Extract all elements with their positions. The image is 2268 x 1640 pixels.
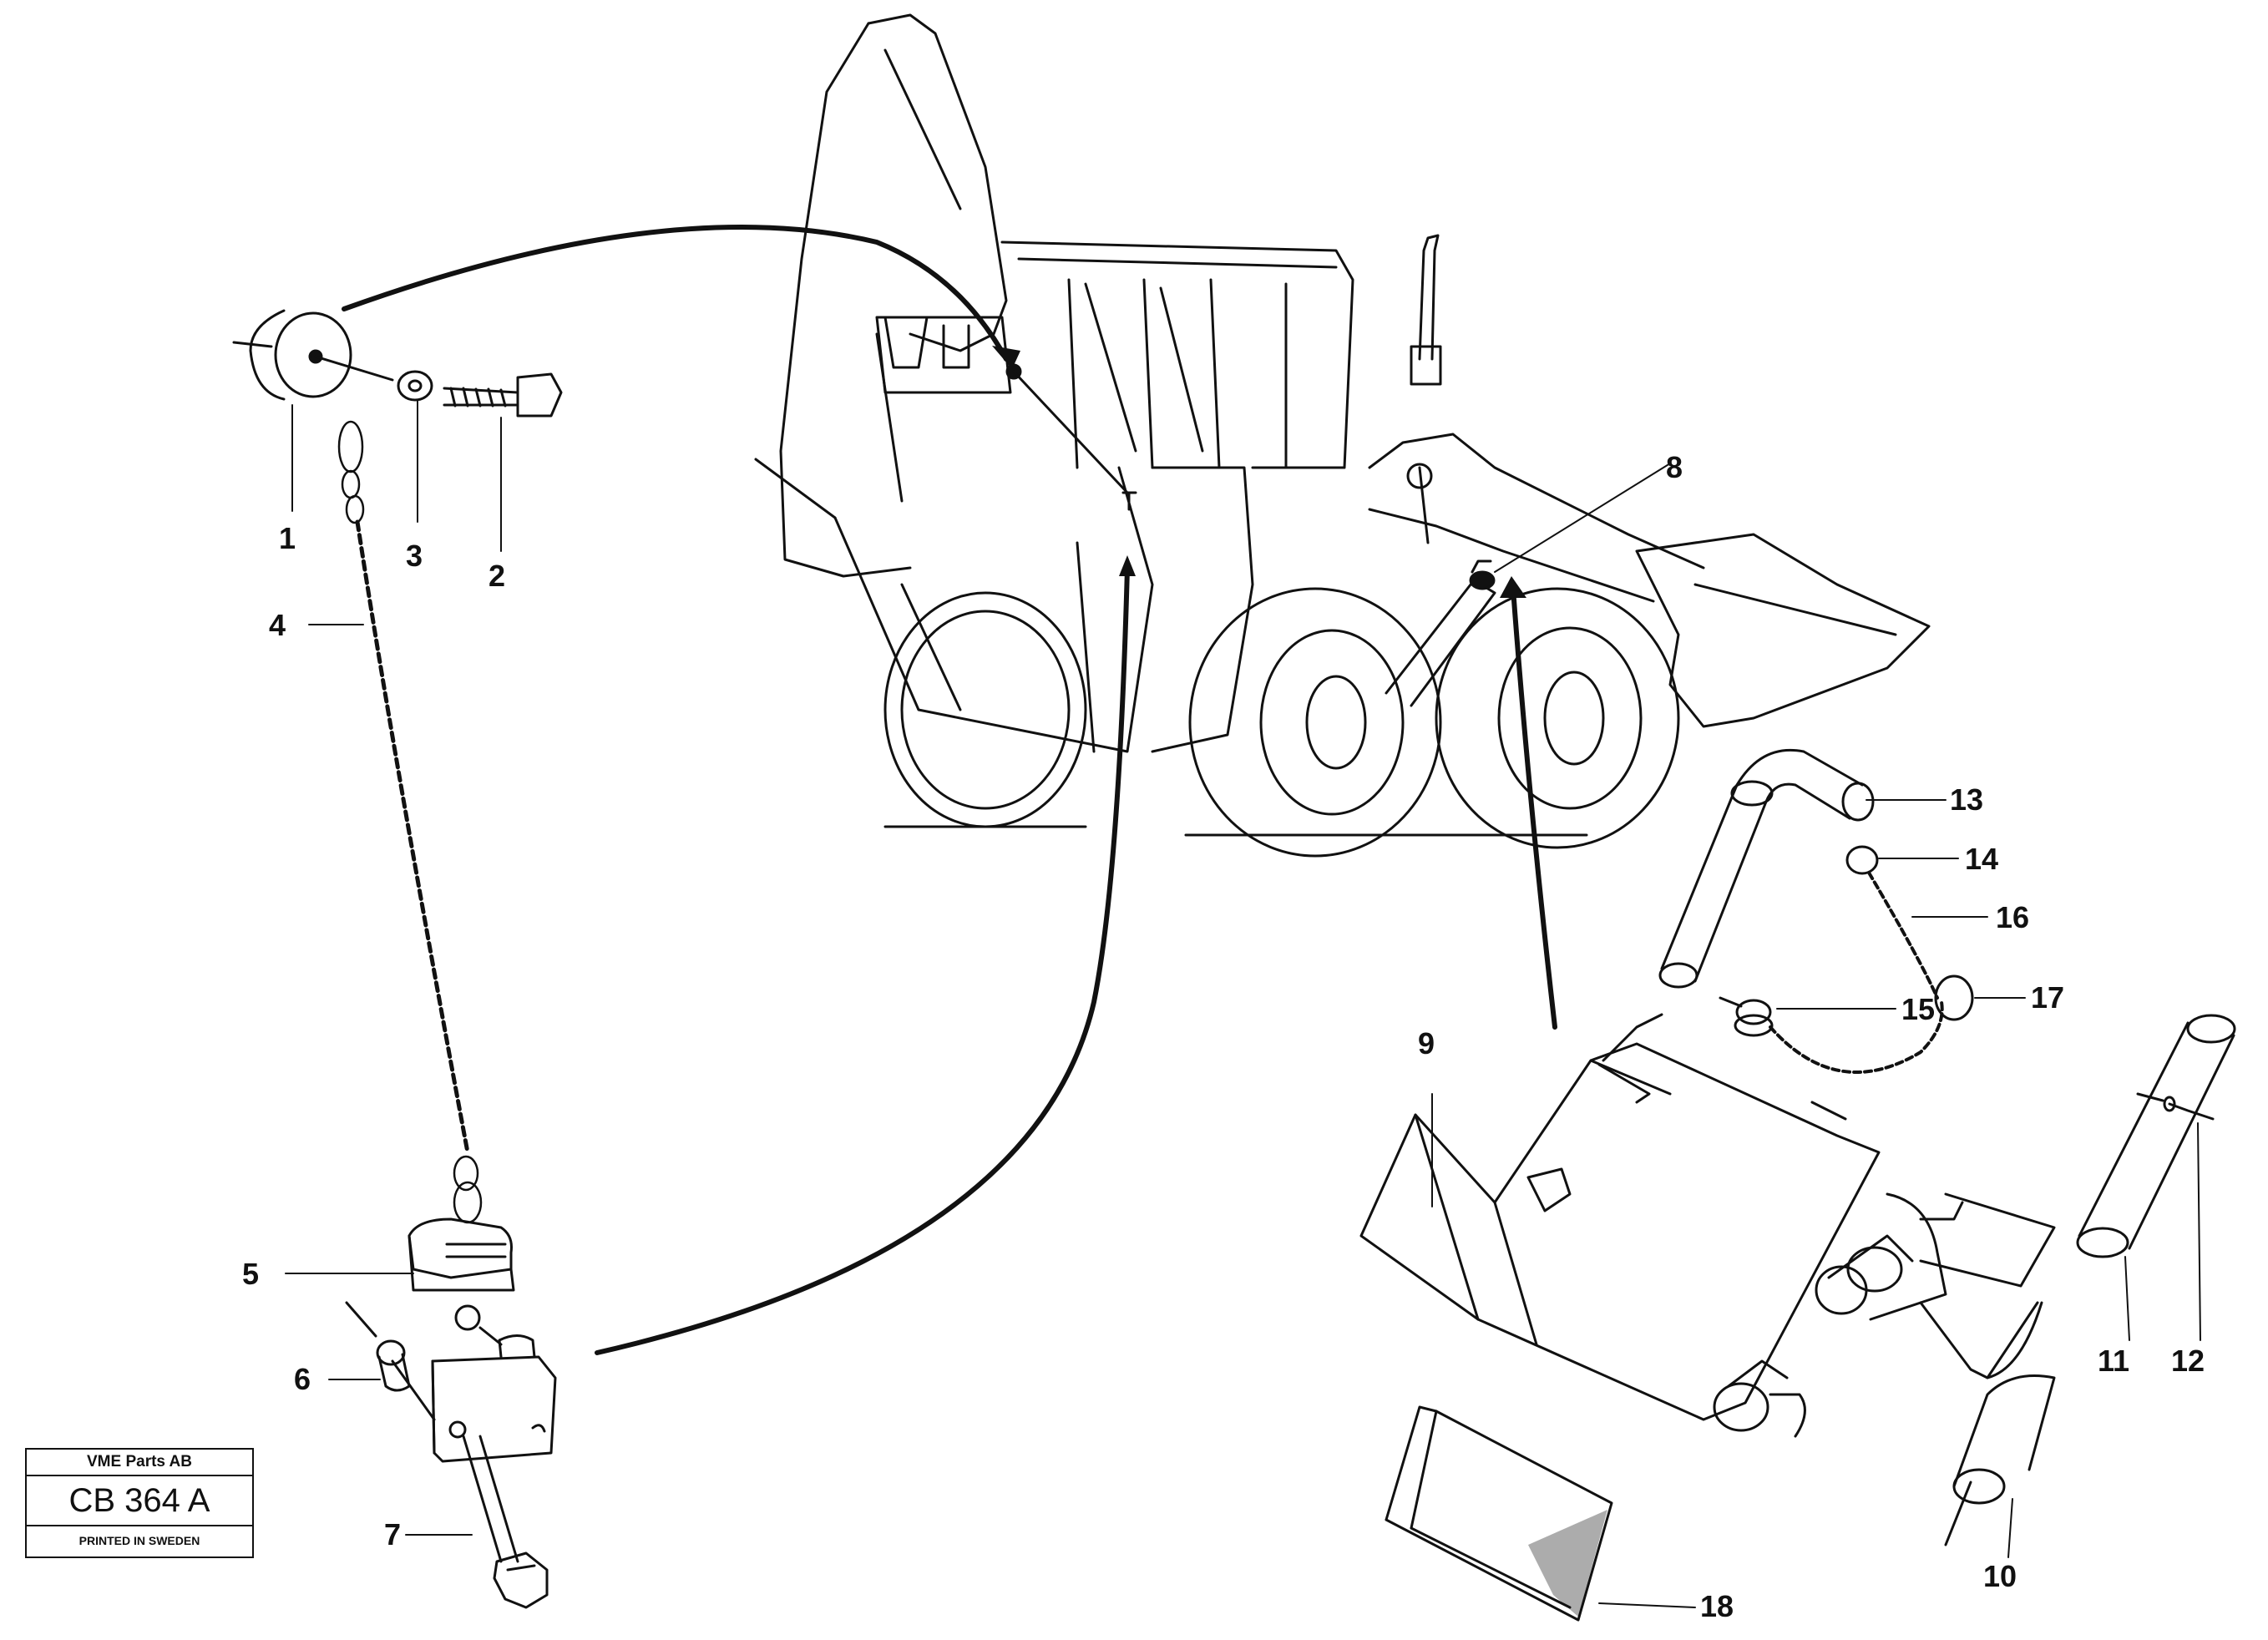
callout-leaders (285, 400, 2201, 1608)
callout-1: 1 (279, 521, 296, 555)
callout-3: 3 (406, 539, 423, 573)
part-13-pin (1658, 748, 1875, 989)
title-stamp: VME Parts AB CB 364 A PRINTED IN SWEDEN (25, 1448, 254, 1558)
part-11-pin (2076, 1014, 2236, 1258)
callout-2: 2 (489, 559, 506, 593)
callout-15: 15 (1901, 992, 1936, 1026)
locking-block (431, 1304, 557, 1463)
callout-14: 14 (1965, 842, 1999, 876)
part-2-bolt (443, 372, 563, 418)
part-3-washer (397, 370, 433, 402)
callout-16: 16 (1996, 900, 2030, 934)
part-5-clamp (408, 1217, 515, 1292)
callout-6: 6 (294, 1362, 311, 1396)
stamp-company: VME Parts AB (27, 1450, 252, 1476)
part-17-cap (1934, 974, 1974, 1021)
callout-7: 7 (384, 1517, 402, 1551)
part-7-bolt (462, 1435, 549, 1609)
part-14-ring (1845, 845, 1879, 875)
stamp-printed: PRINTED IN SWEDEN (78, 1534, 200, 1547)
part-16-chain (1769, 871, 1944, 1074)
part-12-split-pin (2163, 1096, 2215, 1121)
callout-10: 10 (1983, 1559, 2017, 1593)
assembly-arrows (342, 225, 1557, 1355)
wear-pad-texture (1528, 1510, 1607, 1617)
part-1-rubber-stop (232, 309, 394, 401)
backhoe-loader-illustration (754, 13, 1931, 858)
part-15-pin (1719, 996, 1774, 1037)
stamp-code: CB 364 A (27, 1476, 252, 1526)
callout-9: 9 (1418, 1026, 1435, 1060)
part-9-bracket (1359, 1013, 2056, 1546)
part-6-bushing (345, 1301, 436, 1421)
callout-4: 4 (269, 608, 286, 642)
part-18-wear-pad (1385, 1405, 1613, 1622)
callout-17: 17 (2031, 980, 2065, 1015)
callout-5: 5 (242, 1257, 260, 1291)
callout-18: 18 (1700, 1589, 1734, 1623)
callout-11: 11 (2098, 1344, 2130, 1378)
callout-13: 13 (1950, 782, 1984, 817)
callout-12: 12 (2171, 1344, 2205, 1378)
callout-8: 8 (1666, 450, 1683, 484)
